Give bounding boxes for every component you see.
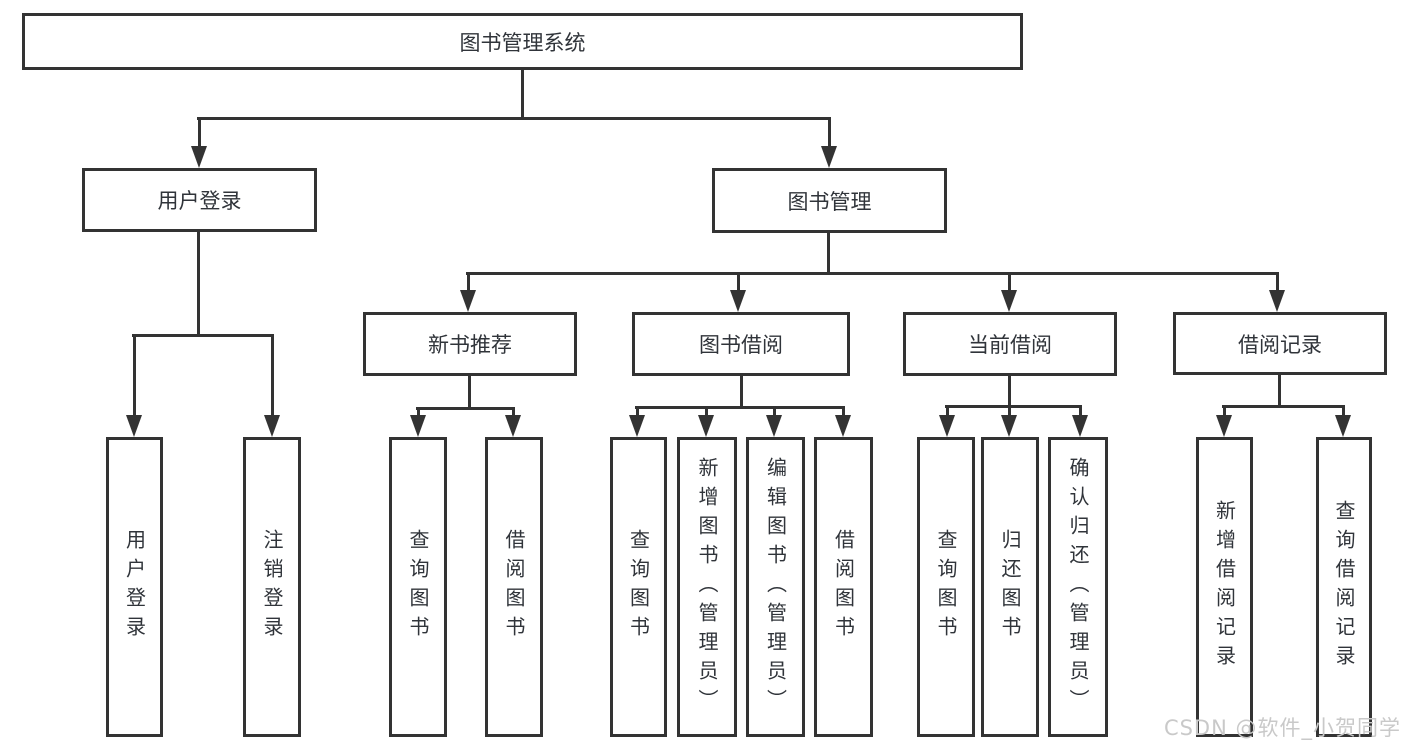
arrow-down-icon [1001, 290, 1017, 312]
connector-line [1008, 376, 1011, 406]
arrow-down-icon [766, 415, 782, 437]
node-borrow-records: 借阅记录 [1173, 312, 1387, 375]
node-root: 图书管理系统 [22, 13, 1023, 70]
arrow-tail [827, 118, 831, 148]
leaf-query-books-under-borrowing-label: 查询图书 [626, 529, 651, 645]
leaf-query-borrow-record: 查询借阅记录 [1316, 437, 1372, 737]
connector-line [1278, 375, 1281, 406]
arrow-down-icon [1269, 290, 1285, 312]
leaf-edit-books-admin-label: 编辑图书（管理员） [763, 456, 788, 718]
arrow-tail [704, 407, 708, 417]
arrow-down-icon [191, 146, 207, 168]
arrow-down-icon [1072, 415, 1088, 437]
arrow-tail [635, 407, 639, 417]
arrow-tail [841, 407, 845, 417]
leaf-add-books-admin-label: 新增图书（管理员） [695, 456, 719, 718]
leaf-query-borrow-record-label: 查询借阅记录 [1332, 500, 1356, 674]
arrow-tail [197, 118, 201, 148]
arrow-down-icon [505, 415, 521, 437]
arrow-tail [945, 406, 949, 417]
leaf-query-books-under-recommend: 查询图书 [389, 437, 447, 737]
leaf-add-borrow-record: 新增借阅记录 [1196, 437, 1253, 737]
arrow-down-icon [1335, 415, 1351, 437]
connector-line [466, 272, 1279, 275]
leaf-borrow-books-under-borrowing: 借阅图书 [814, 437, 873, 737]
arrow-down-icon [698, 415, 714, 437]
leaf-query-books-under-current: 查询图书 [917, 437, 975, 737]
arrow-down-icon [1216, 415, 1232, 437]
connector-line [945, 405, 1082, 408]
node-root-label: 图书管理系统 [459, 30, 586, 55]
arrow-tail [270, 335, 274, 417]
arrow-tail [511, 408, 515, 417]
leaf-query-books-under-current-label: 查询图书 [934, 529, 958, 645]
arrow-tail [132, 335, 136, 417]
arrow-tail [466, 273, 470, 292]
node-book-borrowing: 图书借阅 [632, 312, 850, 376]
leaf-edit-books-admin: 编辑图书（管理员） [746, 437, 805, 737]
connector-line [468, 376, 471, 408]
arrow-down-icon [629, 415, 645, 437]
leaf-borrow-books-under-recommend-label: 借阅图书 [502, 529, 526, 645]
leaf-query-books-under-recommend-label: 查询图书 [406, 529, 430, 645]
arrow-down-icon [1001, 415, 1017, 437]
arrow-tail [1007, 406, 1011, 417]
leaf-borrow-books-under-recommend: 借阅图书 [485, 437, 543, 737]
connector-line [521, 70, 524, 118]
connector-line [740, 376, 743, 407]
leaf-logout-label: 注销登录 [260, 529, 284, 645]
connector-line [827, 233, 830, 273]
leaf-logout: 注销登录 [243, 437, 301, 737]
node-user-login: 用户登录 [82, 168, 317, 232]
connector-line [132, 334, 274, 337]
arrow-tail [1275, 273, 1279, 292]
csdn-watermark: CSDN @软件_小贺同学 [1163, 716, 1401, 740]
arrow-tail [1007, 273, 1011, 292]
arrow-down-icon [460, 290, 476, 312]
arrow-down-icon [835, 415, 851, 437]
leaf-add-books-admin: 新增图书（管理员） [677, 437, 737, 737]
node-borrow-records-label: 借阅记录 [1238, 332, 1322, 357]
arrow-tail [1078, 406, 1082, 417]
arrow-down-icon [264, 415, 280, 437]
node-current-borrowing-label: 当前借阅 [968, 333, 1052, 357]
node-current-borrowing: 当前借阅 [903, 312, 1117, 376]
arrow-tail [1341, 406, 1345, 417]
node-book-management-label: 图书管理 [787, 189, 872, 214]
leaf-query-books-under-borrowing: 查询图书 [610, 437, 667, 737]
connector-line [635, 406, 845, 409]
arrow-down-icon [126, 415, 142, 437]
arrow-tail [772, 407, 776, 417]
leaf-confirm-return-admin: 确认归还（管理员） [1048, 437, 1108, 737]
arrow-down-icon [939, 415, 955, 437]
node-new-book-recommend: 新书推荐 [363, 312, 577, 376]
arrow-tail [736, 273, 740, 292]
leaf-user-login-label: 用户登录 [122, 529, 147, 645]
arrow-tail [1222, 406, 1226, 417]
arrow-down-icon [410, 415, 426, 437]
connector-line [416, 407, 515, 410]
leaf-add-borrow-record-label: 新增借阅记录 [1212, 500, 1237, 674]
leaf-confirm-return-admin-label: 确认归还（管理员） [1066, 456, 1090, 718]
node-book-borrowing-label: 图书借阅 [699, 333, 783, 357]
leaf-user-login: 用户登录 [106, 437, 163, 737]
leaf-return-books: 归还图书 [981, 437, 1039, 737]
arrow-down-icon [821, 146, 837, 168]
node-new-book-recommend-label: 新书推荐 [428, 333, 512, 357]
connector-line [1222, 405, 1345, 408]
connector-line [197, 232, 200, 335]
node-book-management: 图书管理 [712, 168, 947, 233]
connector-line [197, 117, 831, 120]
leaf-return-books-label: 归还图书 [998, 529, 1022, 645]
node-user-login-label: 用户登录 [157, 189, 242, 213]
arrow-down-icon [730, 290, 746, 312]
arrow-tail [416, 408, 420, 417]
leaf-borrow-books-under-borrowing-label: 借阅图书 [831, 529, 856, 645]
